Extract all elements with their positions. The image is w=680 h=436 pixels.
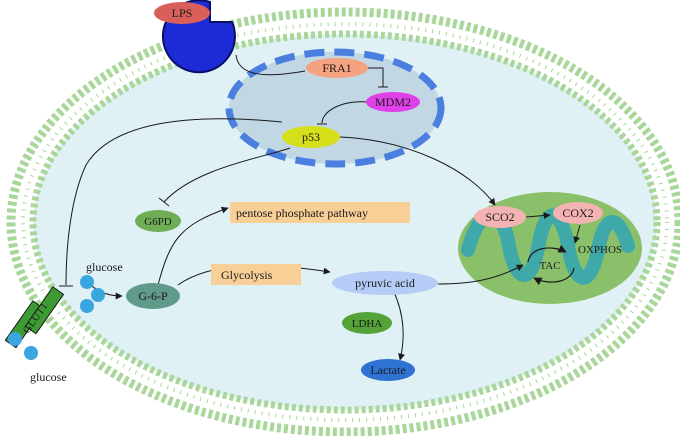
nucleus bbox=[225, 48, 445, 168]
glucose-icon bbox=[24, 346, 38, 360]
lps-node bbox=[154, 2, 210, 24]
glut1-right-helix-icon bbox=[24, 286, 65, 335]
sco2-node bbox=[474, 206, 526, 228]
glucose-molecules bbox=[8, 275, 105, 360]
pyruvic-acid-node bbox=[332, 271, 438, 295]
glycolysis-label: Glycolysis bbox=[221, 268, 273, 282]
edge-pyruvic-lactate bbox=[392, 289, 405, 361]
glucose-icon bbox=[91, 288, 105, 302]
ppp-box bbox=[230, 202, 410, 223]
sco2-label: SCO2 bbox=[485, 210, 514, 224]
edge-p53-glut1-inhibit bbox=[65, 118, 283, 286]
ldha-label: LDHA bbox=[352, 318, 383, 330]
edge-g6p-ppp bbox=[157, 206, 229, 286]
g6pd-label: G6PD bbox=[144, 216, 172, 228]
ldha-node bbox=[342, 312, 392, 334]
edge-sco2-cox2 bbox=[525, 212, 551, 220]
mdm2-node bbox=[366, 92, 420, 112]
tac-label: TAC bbox=[539, 260, 560, 272]
lactate-node bbox=[361, 359, 415, 381]
fra1-node bbox=[306, 58, 368, 78]
glucose-icon bbox=[80, 299, 94, 313]
edge-receptor-fra1 bbox=[235, 54, 306, 76]
edge-fra1-mdm2-inhibit bbox=[367, 67, 384, 87]
edge-mdm2-p53-inhibit bbox=[321, 101, 369, 124]
g6pd-node bbox=[135, 210, 181, 232]
p53-label: p53 bbox=[302, 130, 320, 144]
glucose-outside-label: glucose bbox=[30, 370, 67, 384]
ppp-label: pentose phosphate pathway bbox=[236, 206, 368, 220]
g6p-node bbox=[126, 283, 180, 309]
glycolysis-box bbox=[211, 264, 301, 285]
g6p-label: G-6-P bbox=[138, 289, 168, 303]
lactate-label: Lactate bbox=[370, 363, 405, 377]
edge-p53-sco2 bbox=[339, 136, 496, 206]
glucose-inside-label: glucose bbox=[86, 260, 123, 274]
lps-label: LPS bbox=[172, 6, 193, 20]
cox2-node bbox=[553, 202, 603, 224]
edges bbox=[59, 54, 581, 361]
p53-node bbox=[282, 126, 340, 148]
fra1-label: FRA1 bbox=[322, 61, 351, 75]
mdm2-label: MDM2 bbox=[375, 95, 411, 109]
edge-pyruvic-tac bbox=[437, 264, 524, 285]
glucose-icon bbox=[8, 332, 22, 346]
edge-cox2-oxphos bbox=[573, 224, 581, 244]
edge-p53-g6pd-inhibit bbox=[163, 147, 291, 203]
tac-cycle-icon bbox=[527, 244, 575, 286]
glucose-icon bbox=[80, 275, 94, 289]
pyruvic-acid-label: pyruvic acid bbox=[355, 276, 415, 290]
cox2-label: COX2 bbox=[562, 206, 593, 220]
oxphos-label: OXPHOS bbox=[578, 244, 622, 256]
